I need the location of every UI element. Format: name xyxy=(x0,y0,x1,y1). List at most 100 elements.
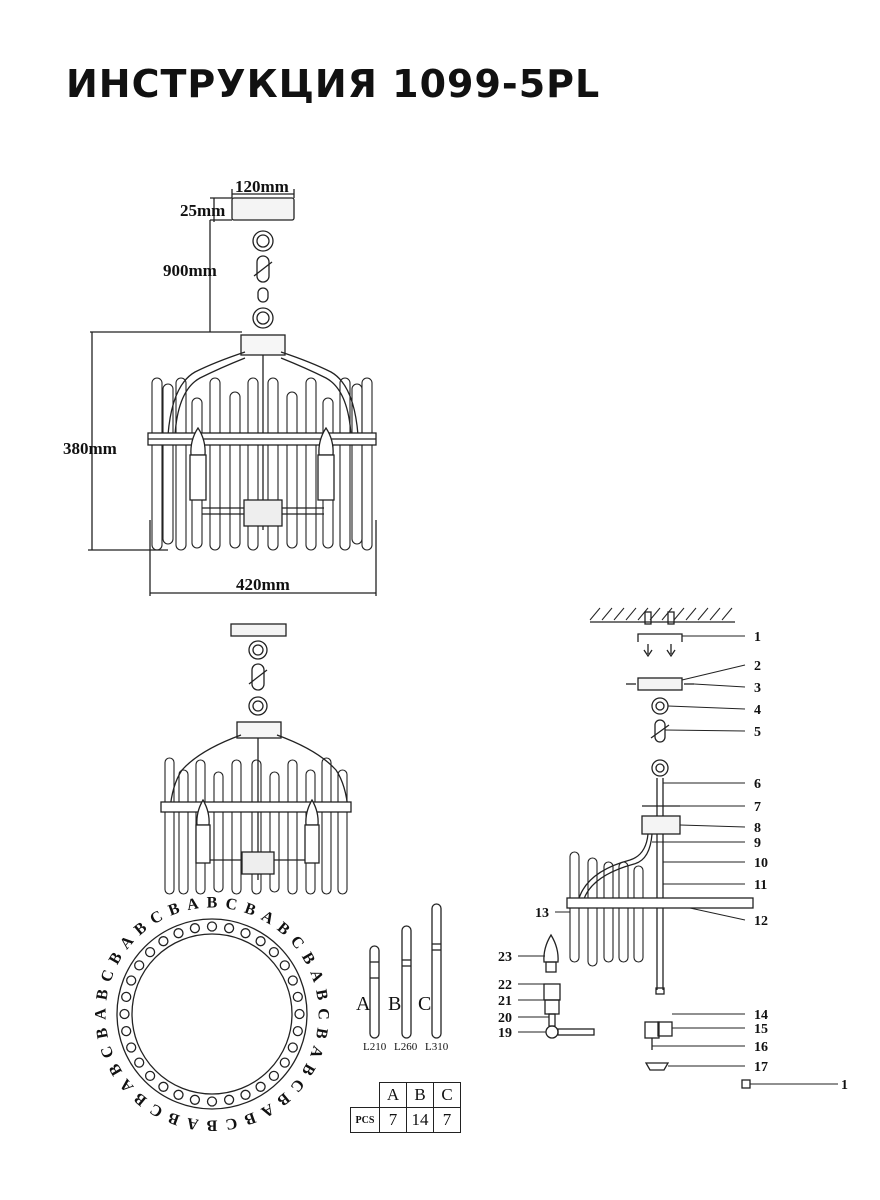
rod-b-length: L260 xyxy=(394,1041,418,1053)
ring-crystal-dot xyxy=(279,960,290,971)
ring-letter: A xyxy=(306,968,326,985)
ring-letter: C xyxy=(315,1008,332,1020)
ring-crystal-dot xyxy=(144,1070,156,1082)
canopy-width-label: 120mm xyxy=(235,177,289,196)
ring-crystal-dot xyxy=(255,936,266,947)
ring-crystal-dot xyxy=(287,1042,298,1053)
ring-crystal-dot xyxy=(206,1096,218,1107)
ring-crystal-dot xyxy=(189,1094,201,1105)
part-label-12: 12 xyxy=(754,914,768,929)
ring-letter: B xyxy=(166,900,182,920)
part-label-1-screw: 1 xyxy=(841,1078,848,1093)
ring-crystal-dot xyxy=(255,1081,266,1092)
ring-crystal-dot xyxy=(134,1057,145,1068)
ring-letter: C xyxy=(224,1114,238,1133)
ring-letter: B xyxy=(274,919,293,939)
ring-crystal-dot xyxy=(173,928,184,939)
part-label-5: 5 xyxy=(754,725,761,740)
ring-letter: B xyxy=(93,1026,112,1040)
rod-b-letter: B xyxy=(388,993,401,1015)
ring-letter: B xyxy=(93,988,112,1002)
ring-letter: B xyxy=(312,1027,331,1041)
ring-crystal-dot xyxy=(279,1057,290,1068)
pcs-header-b: B xyxy=(406,1082,434,1108)
ring-crystal-dot xyxy=(119,1008,130,1020)
part-label-7: 7 xyxy=(754,800,761,815)
ring-letter: A xyxy=(258,1100,277,1121)
ring-letter: B xyxy=(206,1117,217,1134)
ring-letter: B xyxy=(106,949,126,967)
rod-c-letter: C xyxy=(418,993,431,1015)
ring-crystal-dot xyxy=(294,1008,305,1020)
rod-set xyxy=(369,903,442,1039)
ring-letter: A xyxy=(258,908,277,929)
pcs-header-c: C xyxy=(433,1082,461,1108)
ring-letter: B xyxy=(312,988,331,1002)
crystal-ring xyxy=(116,918,308,1110)
part-label-20: 20 xyxy=(498,1011,512,1026)
ring-crystal-dot xyxy=(173,1089,184,1100)
ring-crystal-dot xyxy=(240,1089,251,1100)
pcs-value-a: 7 xyxy=(379,1107,407,1133)
ring-letter: B xyxy=(298,1061,318,1079)
ring-letter: B xyxy=(106,1060,126,1078)
chain-length-label: 900mm xyxy=(163,261,217,280)
ring-crystal-dot xyxy=(206,921,218,932)
ring-crystal-dot xyxy=(268,946,280,958)
part-label-16: 16 xyxy=(754,1040,768,1055)
ring-letter: B xyxy=(298,950,318,968)
part-label-19: 19 xyxy=(498,1026,512,1041)
dimensioned-front-view xyxy=(88,189,377,596)
part-label-13: 13 xyxy=(535,906,549,921)
ring-letter: C xyxy=(98,968,118,985)
pcs-table: A B C PCS 7 14 7 xyxy=(350,1082,461,1133)
pcs-row-label: PCS xyxy=(350,1107,380,1133)
ring-letter: B xyxy=(242,900,258,920)
part-label-9: 9 xyxy=(754,836,761,851)
ring-crystal-dot xyxy=(144,946,156,958)
ring-crystal-dot xyxy=(268,1070,280,1082)
part-label-21: 21 xyxy=(498,994,512,1009)
ring-letter: A xyxy=(93,1008,110,1020)
part-label-3: 3 xyxy=(754,681,761,696)
exploded-view xyxy=(518,607,838,1089)
ring-letter: C xyxy=(287,1075,307,1095)
assembled-view xyxy=(160,623,352,895)
ring-letter: B xyxy=(131,919,150,939)
part-label-23: 23 xyxy=(498,950,512,965)
canopy-height-label: 25mm xyxy=(180,201,225,220)
ring-crystal-dot xyxy=(189,923,201,934)
ring-crystal-dot xyxy=(292,991,303,1003)
part-label-4: 4 xyxy=(754,703,761,718)
ring-letter: C xyxy=(287,933,307,953)
part-label-2: 2 xyxy=(754,659,761,674)
ring-letter: C xyxy=(224,895,238,914)
pcs-value-c: 7 xyxy=(433,1107,461,1133)
body-width-label: 420mm xyxy=(236,575,290,594)
ring-crystal-dot xyxy=(223,923,235,934)
ring-letter: B xyxy=(131,1089,150,1109)
body-height-label: 380mm xyxy=(63,439,117,458)
part-label-10: 10 xyxy=(754,856,768,871)
ring-crystal-dot xyxy=(126,1042,137,1053)
part-label-15: 15 xyxy=(754,1022,768,1037)
ring-crystal-dot xyxy=(240,928,251,939)
ring-letter: A xyxy=(185,1114,200,1133)
pcs-table-header-row: A B C xyxy=(351,1082,461,1108)
ring-crystal-dot xyxy=(121,1025,132,1037)
ring-crystal-dot xyxy=(292,1025,303,1037)
ring-crystal-dot xyxy=(126,975,137,986)
ring-crystal-dot xyxy=(287,975,298,986)
ring-letter: A xyxy=(186,895,201,914)
ring-letter: B xyxy=(273,1089,292,1109)
ring-letter: B xyxy=(166,1108,182,1128)
rod-a-length: L210 xyxy=(363,1041,387,1053)
part-label-17: 17 xyxy=(754,1060,768,1075)
pcs-header-a: A xyxy=(379,1082,407,1108)
ring-letter: A xyxy=(117,932,138,952)
part-label-1: 1 xyxy=(754,630,761,645)
rod-a-letter: A xyxy=(356,993,371,1015)
part-label-22: 22 xyxy=(498,978,512,993)
ring-crystal-dot xyxy=(121,991,132,1003)
